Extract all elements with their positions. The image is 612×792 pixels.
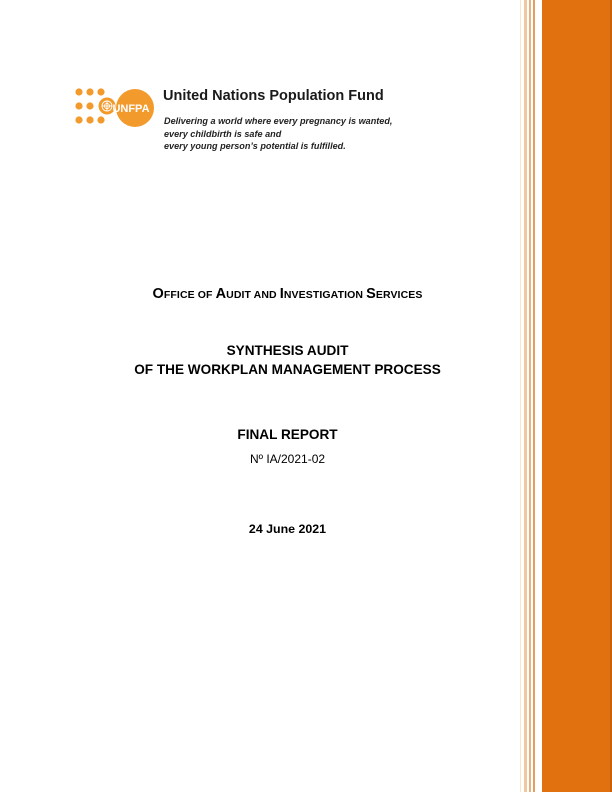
decorative-side-bar <box>512 0 612 792</box>
report-title-line: OF THE WORKPLAN MANAGEMENT PROCESS <box>134 362 441 377</box>
side-stripe <box>524 0 527 792</box>
office-heading-rest: FFICE OF <box>163 289 216 301</box>
side-stripe <box>529 0 531 792</box>
office-heading-initial: A <box>215 286 227 302</box>
unfpa-logo: UNFPA <box>75 88 154 127</box>
side-stripe <box>520 0 521 792</box>
logo-wordmark: UNFPA <box>112 103 149 115</box>
report-date: 24 June 2021 <box>248 522 327 536</box>
un-emblem-icon <box>101 100 113 112</box>
report-title: SYNTHESIS AUDIT OF THE WORKPLAN MANAGEME… <box>0 341 575 379</box>
report-type: FINAL REPORT <box>237 427 338 442</box>
tagline-line: every young person’s potential is fulfil… <box>164 141 346 151</box>
organization-tagline: Delivering a world where every pregnancy… <box>164 115 392 153</box>
office-heading-initial: S <box>366 286 376 302</box>
tagline-line: Delivering a world where every pregnancy… <box>164 116 393 126</box>
office-heading: OFFICE OF AUDIT AND INVESTIGATION SERVIC… <box>0 286 575 302</box>
office-heading-rest: ERVICES <box>375 289 423 301</box>
side-stripe <box>533 0 535 792</box>
office-heading-rest: UDIT AND <box>226 289 280 301</box>
report-title-line: SYNTHESIS AUDIT <box>226 343 349 358</box>
orange-band <box>542 0 612 792</box>
office-heading-rest: NVESTIGATION <box>283 289 367 301</box>
side-stripe <box>610 0 612 792</box>
organization-name: United Nations Population Fund <box>163 88 384 104</box>
tagline-line: every childbirth is safe and <box>164 128 282 139</box>
office-heading-initial: I <box>279 286 284 302</box>
office-heading-initial: O <box>152 286 164 302</box>
report-number: Nº IA/2021-02 <box>249 452 326 466</box>
